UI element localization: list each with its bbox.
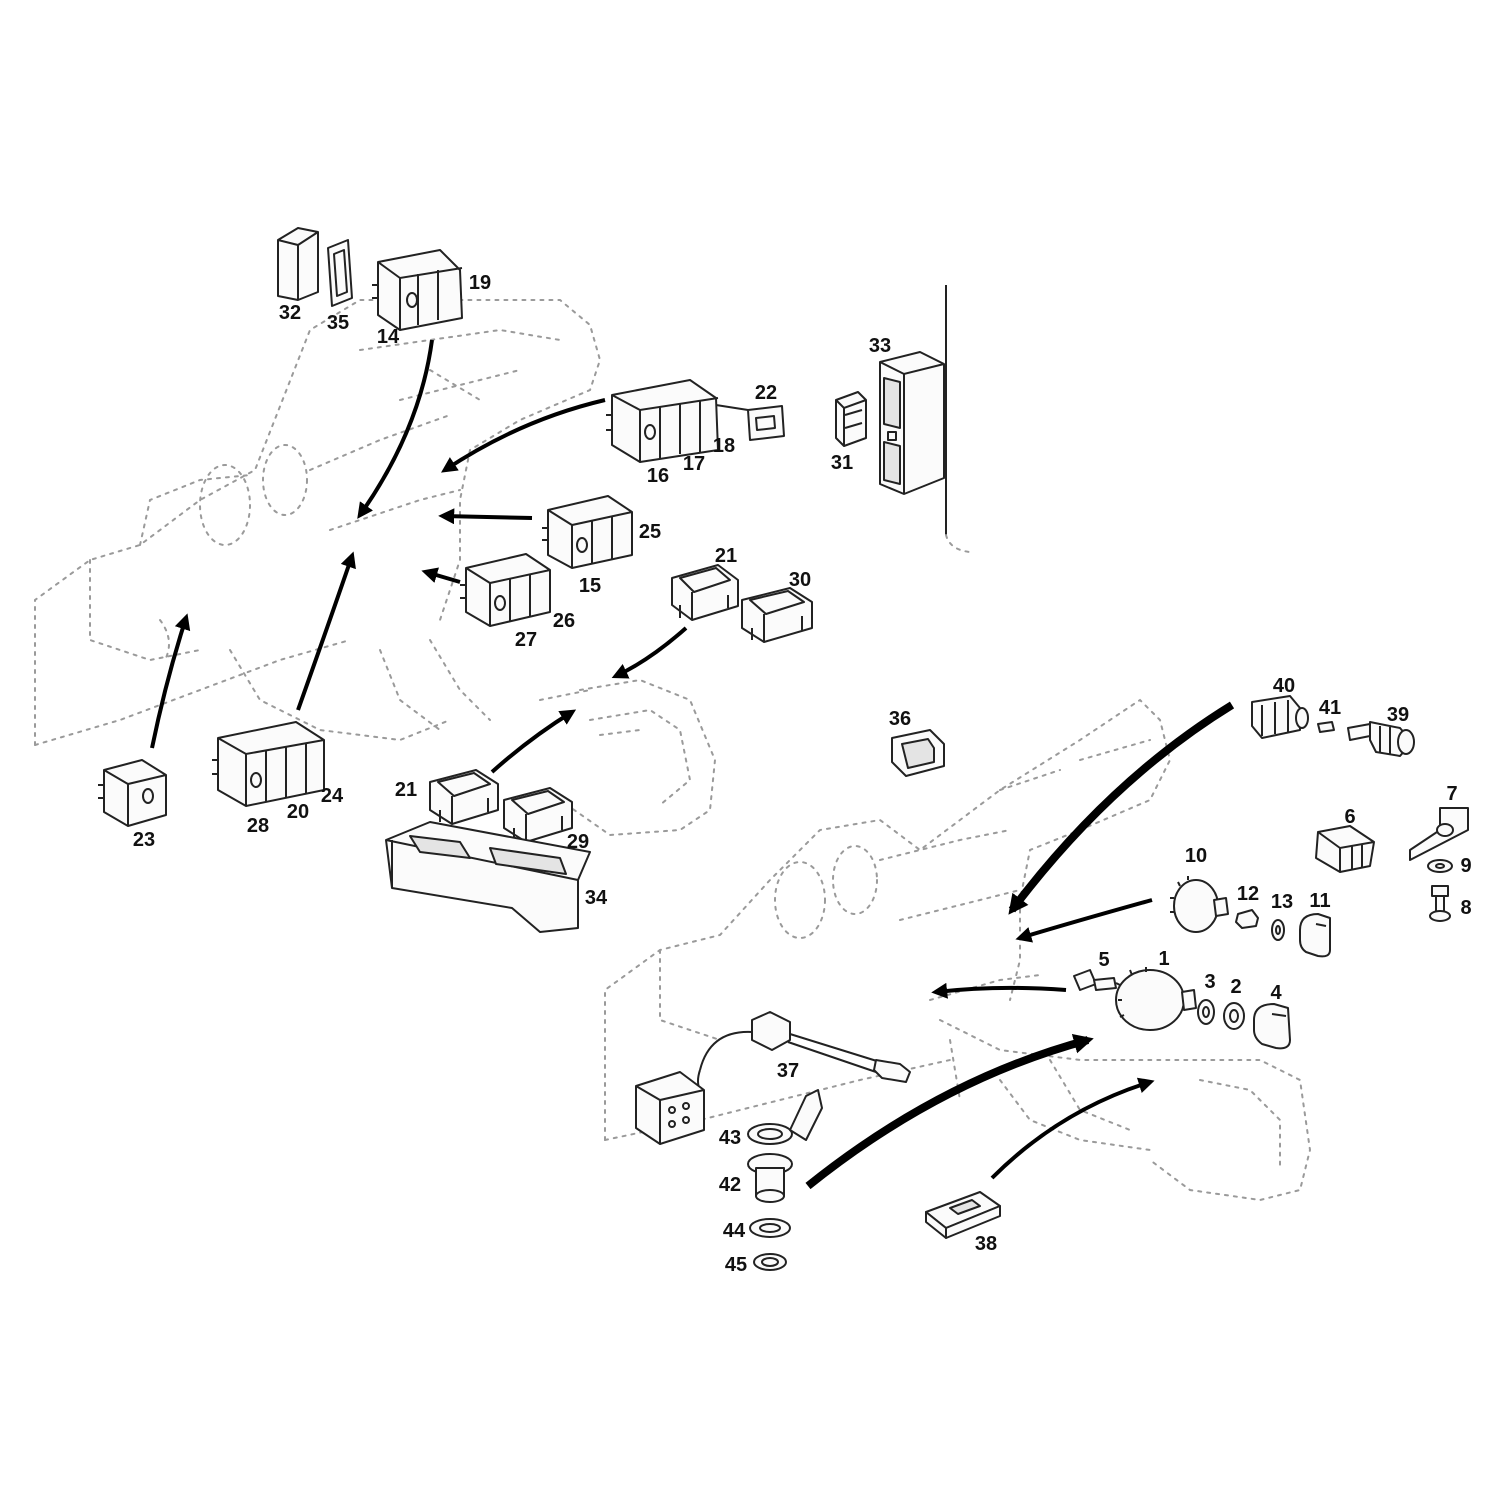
label-32: 32 xyxy=(279,302,301,324)
part-37-stalk-switch xyxy=(697,1011,911,1091)
part-44-nut xyxy=(749,1218,791,1238)
label-33: 33 xyxy=(869,335,891,357)
assembly-arrows-upper xyxy=(150,339,688,774)
part-40-lighter xyxy=(1251,695,1309,739)
part-16-17-18-switch-block xyxy=(606,379,749,463)
label-11: 11 xyxy=(1309,890,1330,912)
label-40: 40 xyxy=(1273,675,1295,697)
part-13-washer xyxy=(1271,919,1285,941)
label-4: 4 xyxy=(1270,982,1282,1004)
part-10-rotary-switch xyxy=(1170,876,1229,933)
label-17: 17 xyxy=(683,453,705,475)
part-12-nut xyxy=(1235,909,1259,929)
label-20: 20 xyxy=(287,801,309,823)
label-26: 26 xyxy=(553,610,575,632)
part-37-connector xyxy=(635,1071,705,1145)
label-15: 15 xyxy=(579,575,601,597)
label-38: 38 xyxy=(975,1233,997,1255)
label-35: 35 xyxy=(327,312,349,334)
label-7: 7 xyxy=(1446,783,1457,805)
divider-line xyxy=(945,285,971,553)
label-44: 44 xyxy=(723,1220,746,1242)
part-39-socket xyxy=(1347,721,1415,757)
part-11-knob xyxy=(1299,913,1331,958)
label-1: 1 xyxy=(1158,948,1169,970)
label-39: 39 xyxy=(1387,704,1409,726)
label-21-lower: 21 xyxy=(395,779,417,801)
part-5-screw xyxy=(1073,969,1117,991)
label-18: 18 xyxy=(713,435,735,457)
part-labels: 1 2 3 4 5 6 7 8 9 10 11 12 13 14 15 16 1… xyxy=(133,272,1472,1276)
part-26-27-switch-block xyxy=(460,553,551,627)
label-3: 3 xyxy=(1204,971,1215,993)
part-22-indicator xyxy=(747,405,785,441)
label-16: 16 xyxy=(647,465,669,487)
part-32-frame xyxy=(277,227,319,301)
label-41: 41 xyxy=(1319,697,1341,719)
part-30-rocker xyxy=(741,587,813,643)
part-21-rocker-lower xyxy=(429,769,499,825)
label-21-upper: 21 xyxy=(715,545,737,567)
part-31-switch xyxy=(835,391,867,447)
part-8-screw xyxy=(1429,885,1451,922)
part-4-knob xyxy=(1253,1003,1291,1050)
label-5: 5 xyxy=(1098,949,1109,971)
label-24: 24 xyxy=(321,785,344,807)
label-13: 13 xyxy=(1271,891,1293,913)
label-31: 31 xyxy=(831,452,853,474)
center-console-outline xyxy=(539,678,717,837)
part-14-19-switch-block xyxy=(372,249,463,331)
label-27: 27 xyxy=(515,629,537,651)
part-45-ring xyxy=(753,1253,787,1271)
lower-dashboard-outline xyxy=(604,698,1312,1202)
part-36-bezel xyxy=(891,729,945,777)
part-3-washer xyxy=(1197,999,1215,1025)
label-45: 45 xyxy=(725,1254,747,1276)
label-14: 14 xyxy=(377,326,400,348)
part-35-gasket xyxy=(327,239,353,307)
label-29: 29 xyxy=(567,831,589,853)
label-34: 34 xyxy=(585,887,608,909)
label-28: 28 xyxy=(247,815,269,837)
part-34-tray xyxy=(385,821,591,933)
part-6-relay xyxy=(1315,825,1375,873)
part-1-rotary-switch xyxy=(1115,967,1197,1031)
label-36: 36 xyxy=(889,708,911,730)
upper-dashboard-outline xyxy=(34,299,602,746)
part-21-rocker-upper xyxy=(671,564,739,621)
label-43: 43 xyxy=(719,1127,741,1149)
part-43-cap xyxy=(747,1089,823,1145)
part-2-nut xyxy=(1223,1002,1245,1030)
label-9: 9 xyxy=(1460,855,1471,877)
assembly-arrows-lower xyxy=(805,701,1235,1190)
part-41-pin xyxy=(1317,721,1335,733)
part-23-switch xyxy=(98,759,167,827)
part-20-24-28-switch-block xyxy=(212,721,325,807)
part-7-bracket xyxy=(1409,807,1469,861)
part-15-25-switch-block xyxy=(542,495,633,569)
part-42-socket xyxy=(747,1153,793,1203)
part-9-washer xyxy=(1427,859,1453,873)
label-10: 10 xyxy=(1185,845,1207,867)
label-19: 19 xyxy=(469,272,491,294)
label-22: 22 xyxy=(755,382,777,404)
label-23: 23 xyxy=(133,829,155,851)
label-12: 12 xyxy=(1237,883,1259,905)
label-8: 8 xyxy=(1460,897,1471,919)
label-37: 37 xyxy=(777,1060,799,1082)
part-29-rocker xyxy=(503,787,573,843)
label-30: 30 xyxy=(789,569,811,591)
label-42: 42 xyxy=(719,1174,741,1196)
label-6: 6 xyxy=(1344,806,1355,828)
part-33-bezel xyxy=(879,351,945,495)
label-2: 2 xyxy=(1230,976,1241,998)
part-38-connector xyxy=(925,1191,1001,1239)
label-25: 25 xyxy=(639,521,661,543)
